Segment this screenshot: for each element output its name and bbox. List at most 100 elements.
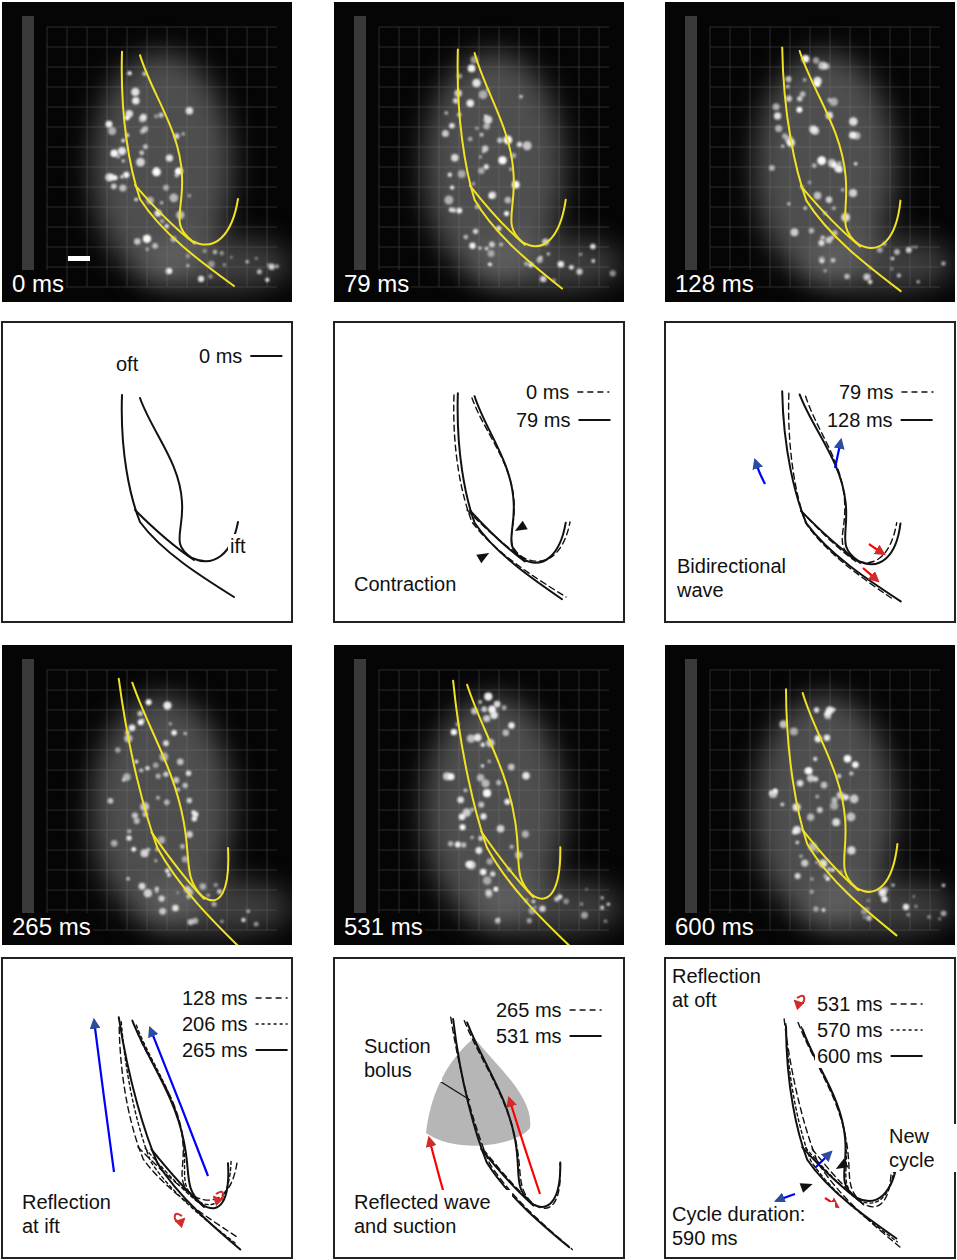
cell-nucleus [257, 269, 262, 274]
figure-part [47, 47, 277, 48]
cell-nuclei [769, 55, 946, 284]
panel-frame [334, 322, 624, 622]
cell-nucleus [444, 196, 453, 205]
annotation-label: Bidirectional wave [675, 554, 805, 602]
cell-nucleus [275, 264, 279, 268]
cell-nucleus [497, 918, 500, 921]
wall-line [801, 1027, 898, 1203]
cell-nucleus [769, 791, 773, 795]
cell-nucleus [941, 261, 946, 266]
cell-nucleus [132, 97, 140, 105]
cell-nuclei [105, 71, 279, 282]
figure-part [47, 27, 48, 287]
cell-nucleus [169, 722, 172, 725]
cell-nucleus [186, 771, 191, 776]
cell-nucleus [938, 917, 941, 920]
cell-nucleus [254, 922, 259, 927]
cell-nucleus [479, 90, 488, 99]
cell-nucleus [182, 132, 185, 135]
figure-part [730, 670, 731, 930]
cell-nucleus [255, 257, 258, 260]
cell-nucleus [903, 904, 909, 910]
cell-nuclei [443, 693, 610, 924]
annotation-label: Reflected wave and suction [352, 1190, 512, 1238]
cell-nucleus [849, 117, 858, 126]
cell-nucleus [483, 123, 489, 129]
cell-nucleus [463, 235, 468, 240]
cell-nucleus [140, 129, 145, 134]
wall-line [802, 829, 858, 890]
cell-nucleus [140, 849, 148, 857]
cell-nucleus [474, 734, 482, 742]
cell-nucleus [818, 240, 824, 246]
cell-nucleus [143, 235, 151, 243]
figure-part [379, 27, 609, 28]
cell-nucleus [164, 800, 170, 806]
cell-nucleus [558, 261, 565, 268]
cell-nucleus [601, 896, 604, 899]
time-key-label: 531 ms [815, 992, 885, 1016]
cell-nucleus [894, 249, 900, 255]
cell-nucleus [821, 782, 828, 789]
cell-nucleus [465, 861, 472, 868]
cell-nucleus [119, 185, 126, 192]
micrograph-ground [334, 645, 624, 945]
cell-nucleus [186, 107, 193, 114]
figure-part [730, 27, 731, 287]
line-style-sample [250, 355, 282, 357]
figure-part [419, 670, 420, 930]
volume-edge [354, 659, 366, 931]
cell-nucleus [450, 186, 454, 190]
time-key-label: 79 ms [837, 380, 895, 404]
figure-part [710, 670, 940, 671]
volume-edge [22, 16, 34, 288]
cell-nucleus [480, 813, 486, 819]
cell-nucleus [534, 905, 537, 908]
annotation-label: ift [228, 534, 248, 558]
cell-nucleus [451, 729, 457, 735]
cell-nucleus [502, 705, 507, 710]
heart-tube-outline [453, 681, 572, 945]
cell-nucleus [817, 156, 826, 165]
cell-nucleus [796, 107, 802, 113]
label-holder: Suction bolus [362, 1034, 442, 1082]
cell-nucleus [126, 835, 131, 840]
cell-nucleus [449, 123, 455, 129]
cell-nucleus [769, 790, 777, 798]
cell-nucleus [524, 261, 529, 266]
reflection-arrow [175, 1214, 184, 1222]
traced-walls [458, 50, 566, 289]
line-style-sample [570, 1035, 602, 1037]
cell-nucleus [135, 760, 139, 764]
cell-nucleus [484, 115, 493, 124]
figure-part [87, 27, 88, 287]
cell-nucleus [478, 246, 481, 249]
cell-nucleus [847, 846, 855, 854]
cell-nucleus [108, 798, 114, 804]
cell-nucleus [906, 913, 910, 917]
reflection-arrow [214, 1192, 223, 1200]
panel-frame [334, 958, 624, 1258]
cell-nucleus [823, 269, 827, 273]
line-style-sample [891, 1055, 923, 1057]
tissue-glow [142, 236, 292, 292]
wall-line [801, 186, 860, 246]
cell-nucleus [591, 259, 595, 263]
label-holder: Cycle duration: 590 ms [670, 1202, 835, 1250]
cell-nucleus [487, 858, 493, 864]
cell-nucleus [230, 256, 233, 259]
cell-nucleus [569, 265, 574, 270]
figure-part [379, 27, 380, 287]
label-holder: New cycle [887, 1124, 957, 1172]
cell-nucleus [167, 268, 172, 273]
cell-nucleus [799, 854, 803, 858]
cell-nucleus [846, 812, 855, 821]
panel-frame [2, 322, 292, 622]
cell-nucleus [781, 145, 784, 148]
cell-nucleus [927, 915, 931, 919]
figure-part [47, 670, 277, 671]
cell-nucleus [815, 795, 819, 799]
figure-part [47, 670, 48, 930]
cell-nucleus [867, 899, 870, 902]
label-holder: 0 ms [197, 344, 244, 368]
